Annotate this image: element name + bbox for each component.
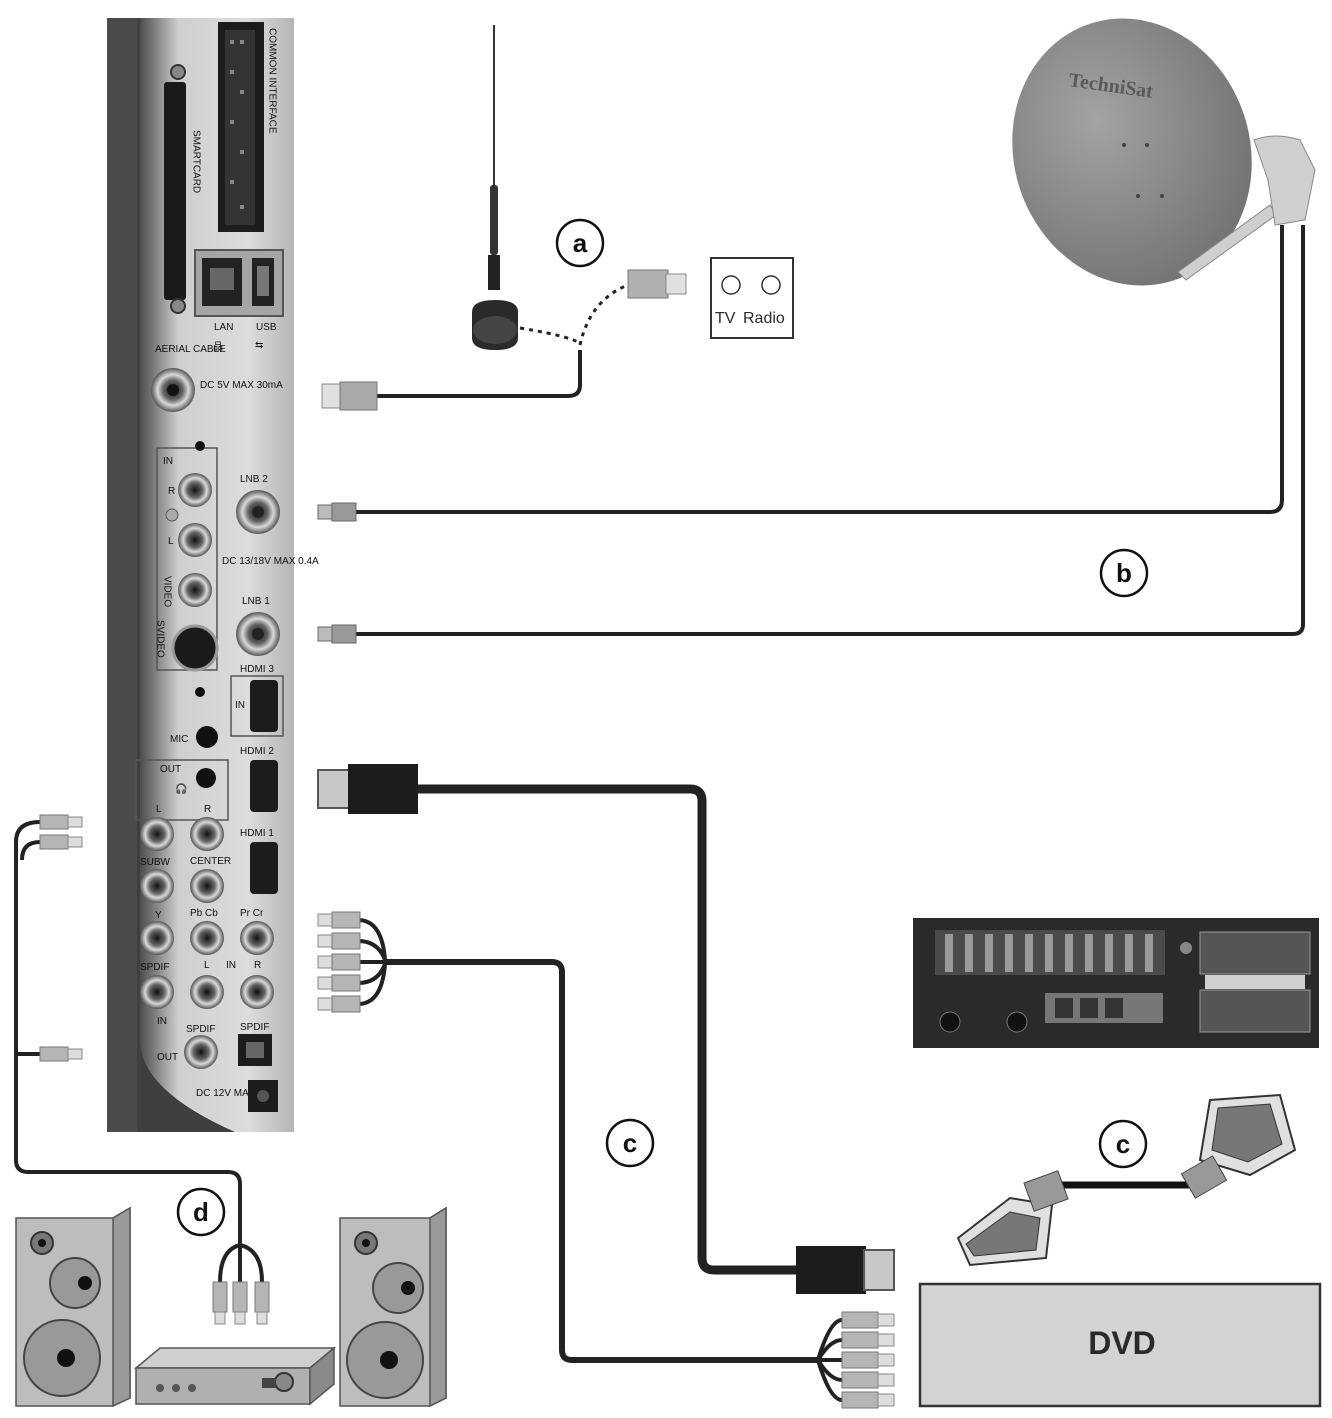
socket-tv-label: TV	[715, 310, 736, 327]
lnb-power-label: DC 13/18V MAX 0.4A	[222, 556, 319, 567]
l-label: L	[168, 536, 174, 547]
r-label: R	[168, 486, 175, 497]
usb-icon: ⇆	[255, 340, 263, 351]
lnb1-cable	[355, 225, 1305, 636]
badge-d: d	[176, 1187, 226, 1237]
smartcard-label: SMARTCARD	[191, 130, 202, 193]
aerial-label: AERIAL CABLE	[155, 344, 226, 355]
audio-in-r-label: R	[254, 960, 261, 971]
smartcard-slot: SMARTCARD	[164, 64, 202, 314]
out-label: OUT	[160, 764, 181, 775]
out-l-label: L	[156, 804, 162, 815]
hdmi-plug-receiver	[317, 764, 418, 814]
audio-outputs: MIC OUT 🎧 L R SUBW CENTER Y Pb Cb Pr Cr …	[135, 687, 278, 1112]
dvd-back-panel	[913, 918, 1319, 1048]
antenna-wall-socket: TV Radio	[710, 257, 794, 339]
badge-c-hdmi: c	[605, 1118, 655, 1168]
lnb1-label: LNB 1	[242, 596, 270, 607]
wall-socket-plug	[627, 269, 687, 299]
in-label: IN	[163, 456, 173, 467]
hdmi1-label: HDMI 1	[240, 828, 274, 839]
hdmi-in-label: IN	[235, 700, 245, 711]
badge-b: b	[1099, 548, 1149, 598]
dvd-label: DVD	[1088, 1325, 1156, 1361]
spdif-coax-in-label: IN	[157, 1016, 167, 1027]
audio-cable	[14, 820, 264, 1283]
subw-label: SUBW	[140, 857, 171, 868]
svideo-label: SVIDEO	[155, 620, 166, 658]
rca-cable	[357, 918, 843, 1402]
lnb2-cable	[355, 225, 1284, 514]
spdif-in-label: SPDIF	[140, 962, 169, 973]
usb-label: USB	[256, 322, 277, 333]
svg-text:c: c	[1116, 1129, 1130, 1159]
common-interface-slot: COMMON INTERFACE	[218, 22, 278, 232]
dvd-player: DVD	[918, 1282, 1322, 1408]
svg-text:d: d	[193, 1197, 209, 1227]
lnb2-label: LNB 2	[240, 474, 268, 485]
aerial-socket: AERIAL CABLE DC 5V MAX 30mA	[151, 344, 283, 412]
wall-socket-cable	[578, 283, 629, 346]
prcr-label: Pr Cr	[240, 908, 264, 919]
y-label: Y	[155, 910, 162, 921]
amplifier	[133, 1346, 337, 1406]
hdmi-cable	[418, 784, 796, 1275]
dvb-t-antenna	[472, 25, 518, 350]
socket-radio-label: Radio	[743, 310, 785, 327]
spdif-out-label: OUT	[157, 1052, 178, 1063]
rca-plugs-dvd	[841, 1311, 895, 1409]
audio-plugs-receiver	[39, 814, 83, 1062]
aerial-power-label: DC 5V MAX 30mA	[200, 380, 283, 391]
headphone-icon: 🎧	[175, 782, 187, 795]
badge-a: a	[555, 218, 605, 268]
lnb1-f-plug	[317, 624, 357, 644]
audio-in-label: IN	[226, 960, 236, 971]
audio-in-l-label: L	[204, 960, 210, 971]
aerial-plug	[321, 381, 378, 411]
av-inputs: IN R L VIDEO SVIDEO	[155, 441, 219, 672]
dc12-label: DC 12V MAX 1A	[196, 1088, 271, 1099]
lan-usb-ports: LAN USB 品 ⇆	[194, 249, 284, 353]
lan-icon: 品	[213, 341, 223, 353]
hdmi3-label: HDMI 3	[240, 664, 274, 675]
rca-plugs-receiver	[317, 911, 361, 1013]
lan-label: LAN	[214, 322, 233, 333]
pbcb-label: Pb Cb	[190, 908, 218, 919]
satellite-dish: TechniSat	[1012, 18, 1316, 286]
svg-text:b: b	[1116, 558, 1132, 588]
audio-plugs-amplifier	[212, 1281, 270, 1325]
speaker-left	[15, 1206, 131, 1408]
center-label: CENTER	[190, 856, 231, 867]
lnb2-f-plug	[317, 502, 357, 522]
scart-cable	[956, 1093, 1297, 1267]
hdmi2-label: HDMI 2	[240, 746, 274, 757]
svg-text:a: a	[573, 228, 588, 258]
speaker-right	[339, 1206, 447, 1408]
spdif-out-optical-label: SPDIF	[240, 1022, 269, 1033]
lnb-inputs: LNB 2 DC 13/18V MAX 0.4A LNB 1	[222, 474, 319, 656]
common-interface-label: COMMON INTERFACE	[267, 28, 278, 134]
spdif-out-coax-label: SPDIF	[186, 1024, 215, 1035]
hdmi-ports: HDMI 3 IN HDMI 2 HDMI 1	[230, 664, 284, 894]
svg-text:c: c	[623, 1128, 637, 1158]
badge-c-scart: c	[1098, 1119, 1148, 1169]
video-label: VIDEO	[162, 576, 173, 607]
mic-label: MIC	[170, 734, 188, 745]
out-r-label: R	[204, 804, 211, 815]
antenna-cable	[519, 326, 582, 346]
hdmi-plug-dvd	[796, 1246, 895, 1294]
aerial-input-cable	[375, 350, 582, 398]
